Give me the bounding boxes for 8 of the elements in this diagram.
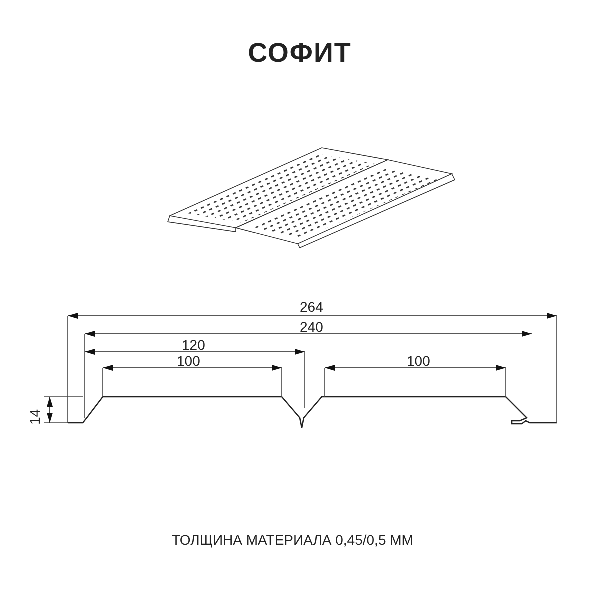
dimension-label: 240 (300, 320, 324, 334)
title: СОФИТ (247, 38, 353, 69)
dimension-label: 120 (182, 338, 206, 352)
dimension-label: 100 (177, 354, 200, 368)
dimension-label: 14 (28, 409, 42, 425)
note-text: ТОЛЩИНА МАТЕРИАЛА 0,45/0,5 ММ (172, 533, 414, 547)
dimension-label: 100 (407, 354, 430, 368)
dimension-label: 264 (300, 300, 324, 314)
